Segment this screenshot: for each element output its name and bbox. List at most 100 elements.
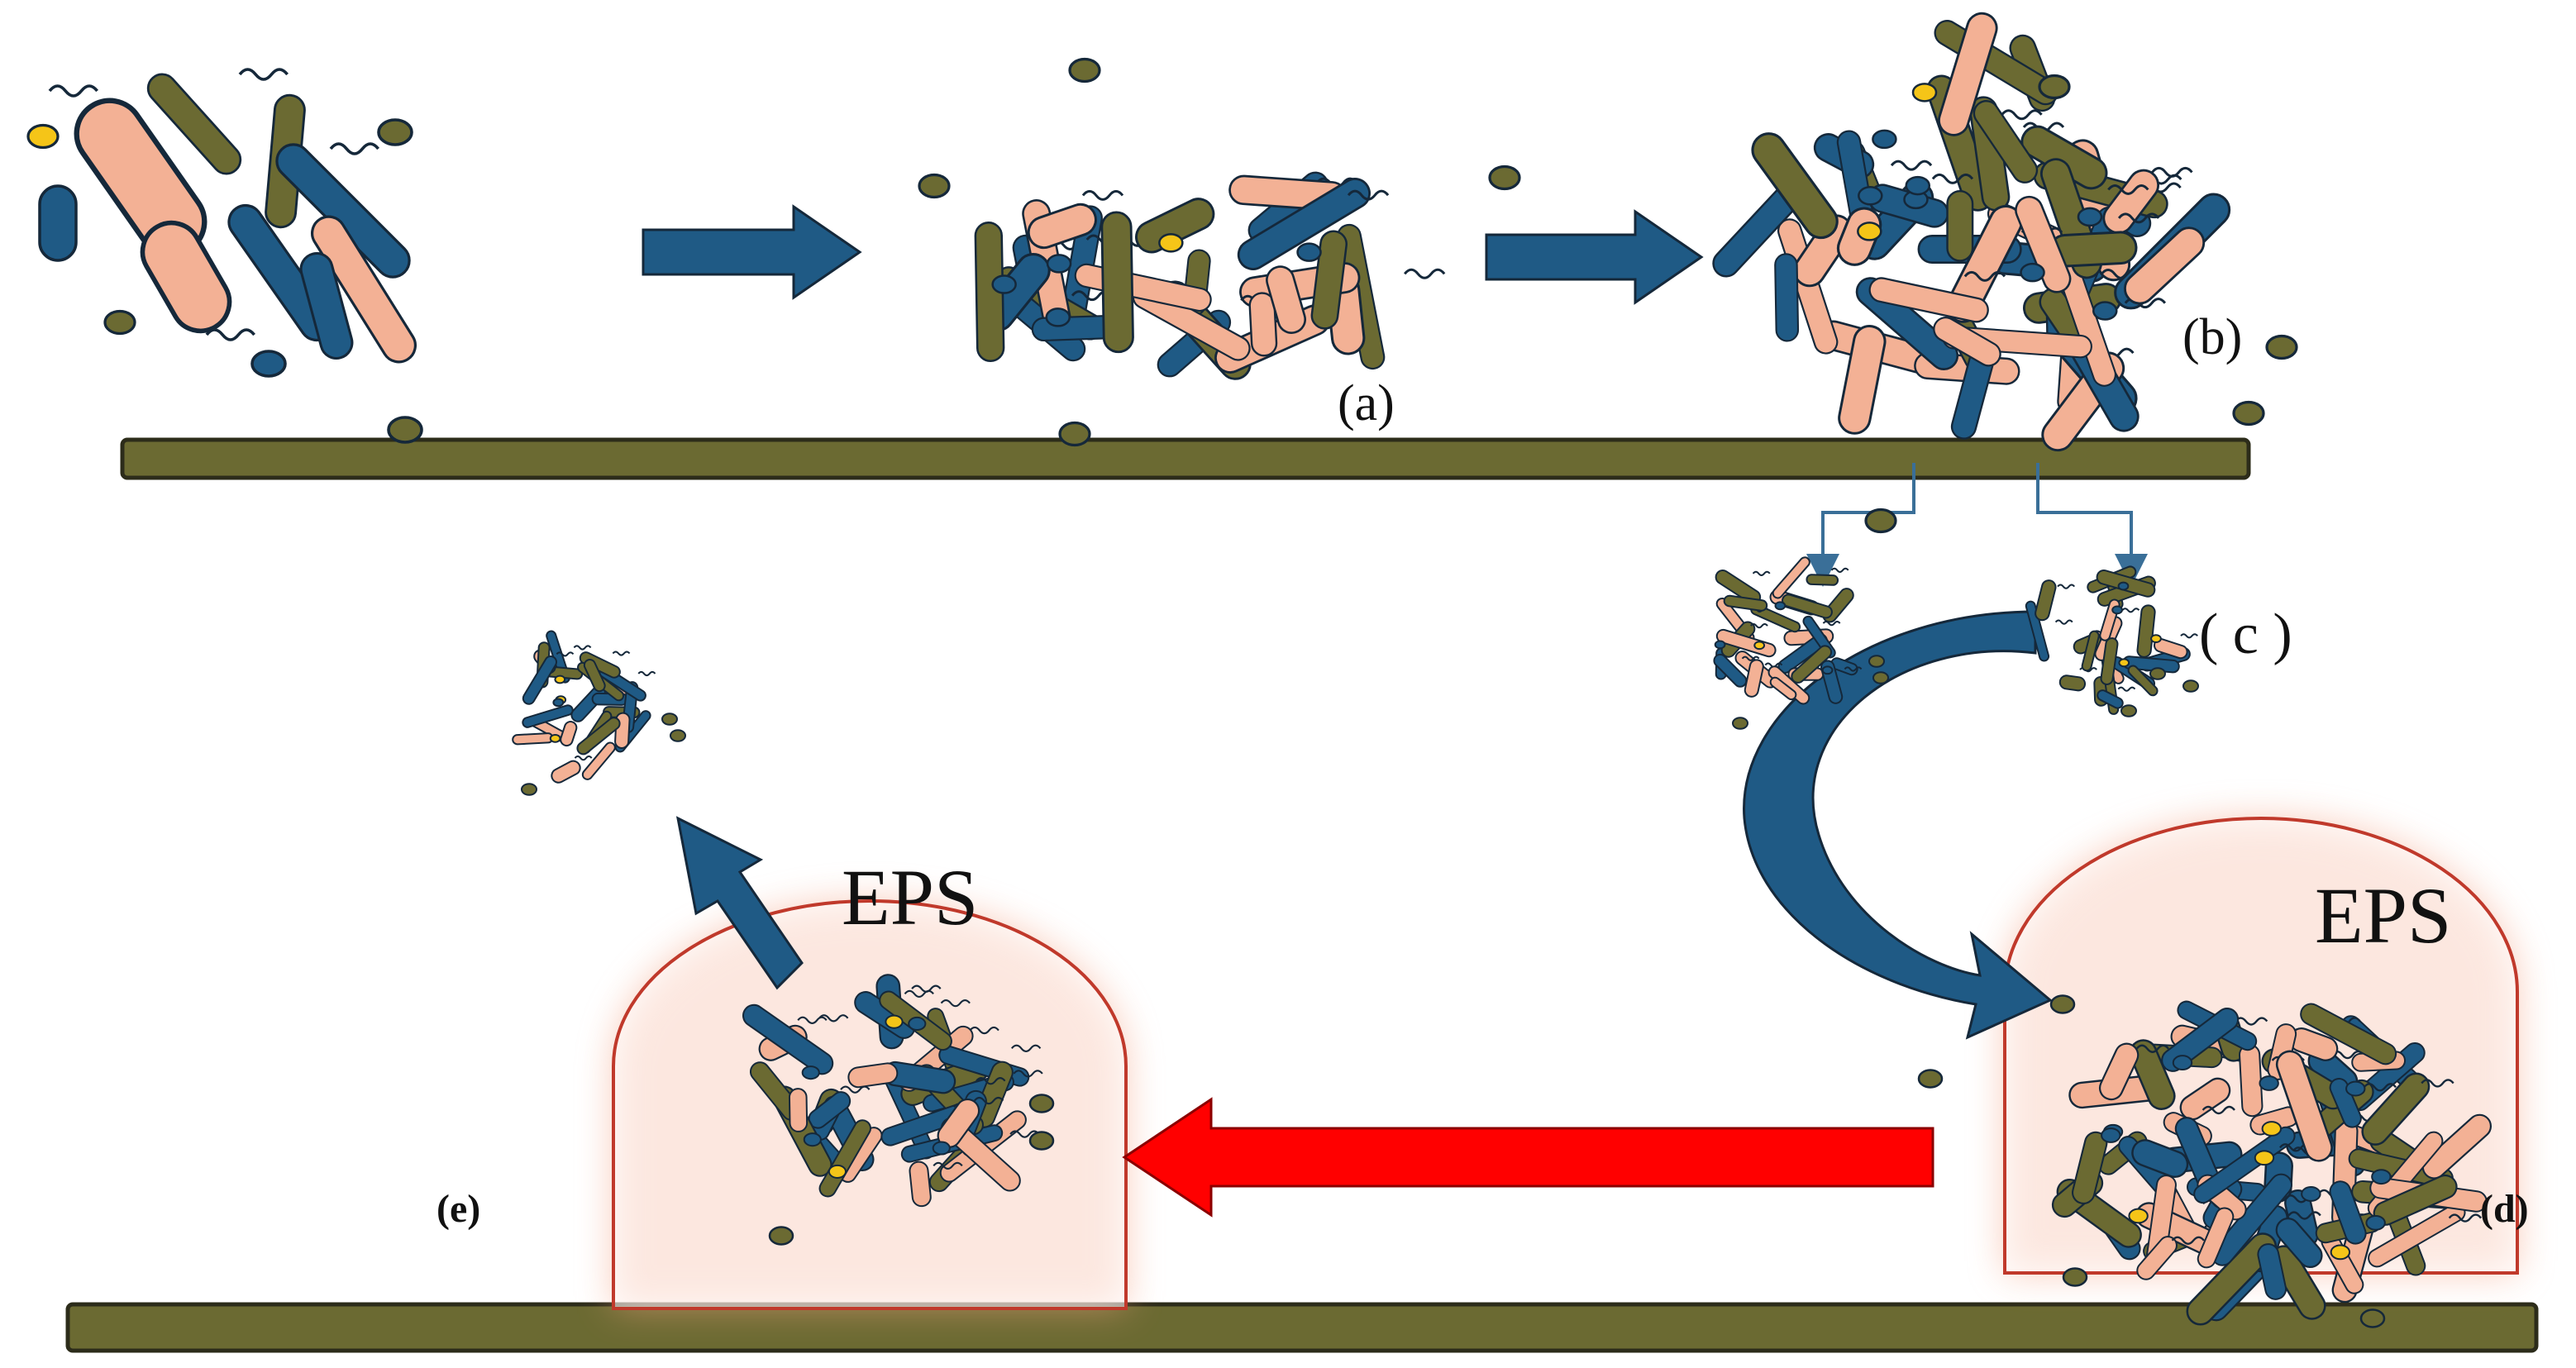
- bacterium-rod: [2361, 1072, 2431, 1146]
- bacterium-coccus: [2120, 704, 2137, 717]
- bacterium-rod: [2421, 1113, 2493, 1180]
- flagellum: [1844, 666, 1863, 672]
- bacterium-coccus: [1774, 601, 1787, 611]
- flagellum: [1011, 1044, 1042, 1052]
- bacterium-coccus: [2254, 1150, 2275, 1166]
- flagellum: [2135, 1044, 2169, 1053]
- left-arrow-icon: [1122, 1097, 1934, 1218]
- eps-label-left: EPS: [842, 853, 978, 941]
- bacterium-coccus: [932, 1141, 951, 1156]
- bacterium-coccus: [250, 350, 287, 378]
- bacterium-rod: [522, 655, 558, 705]
- bacterium-rod: [2129, 1039, 2176, 1110]
- bacterium-coccus: [1046, 254, 1072, 274]
- flagellum: [2287, 1211, 2321, 1220]
- bacterium-rod: [2097, 689, 2124, 709]
- bacterium-coccus: [2301, 1186, 2321, 1202]
- bacterium-coccus: [991, 274, 1017, 294]
- bacterium-rod: [2025, 600, 2050, 662]
- flagellum: [612, 651, 631, 656]
- bacterium-rod: [2131, 1139, 2189, 1179]
- label-a: (a): [1338, 375, 1395, 431]
- bacterium-rod: [2100, 637, 2119, 685]
- bacterium-coccus: [1868, 655, 1885, 668]
- flagellum: [48, 84, 99, 98]
- bacterium-rod: [2015, 195, 2072, 293]
- bacterium-coccus: [2182, 679, 2199, 693]
- flagellum: [1963, 270, 2006, 282]
- flagellum: [818, 1014, 849, 1022]
- bacterium-rod: [2300, 1003, 2397, 1065]
- bacterium-rod: [847, 1062, 899, 1089]
- flagellum: [940, 999, 971, 1008]
- eps-dispersing-cluster: [742, 974, 1055, 1246]
- bacterium-coccus: [2261, 1121, 2283, 1137]
- flagellum: [969, 1026, 999, 1035]
- flagellum: [556, 651, 575, 657]
- released-cluster: [512, 630, 686, 796]
- flagellum: [2001, 109, 2043, 121]
- bacterium-rod: [140, 220, 232, 334]
- flagellum: [329, 142, 380, 155]
- bacterium-rod: [512, 732, 554, 746]
- bacterium-coccus: [2365, 1215, 2386, 1231]
- flagellum: [2057, 584, 2076, 589]
- bacterium-rod: [2058, 674, 2087, 692]
- planktonic-cells-cluster: [26, 68, 423, 444]
- right-arrow-icon: [642, 204, 862, 300]
- detachment-connector-left: [1806, 463, 1915, 587]
- bacterium-coccus: [554, 674, 566, 684]
- bacterium-rod: [2257, 1243, 2287, 1300]
- diagonal-arrow-icon: [675, 816, 804, 990]
- flagellum: [904, 989, 934, 999]
- bacterium-coccus: [1732, 717, 1748, 730]
- flagellum: [1009, 1130, 1040, 1138]
- bacterium-rod: [1744, 659, 1764, 698]
- flagellum: [1013, 1070, 1043, 1078]
- flagellum: [573, 645, 592, 651]
- bacterium-rod: [1715, 628, 1777, 658]
- bacterium-rod: [2186, 1232, 2278, 1326]
- bacterium-coccus: [549, 733, 561, 743]
- flagellum: [2180, 633, 2198, 639]
- bacterium-coccus: [1911, 83, 1938, 102]
- bacterium-coccus: [2111, 605, 2123, 615]
- flagellum: [2234, 1017, 2268, 1026]
- bacterium-coccus: [2330, 1244, 2351, 1261]
- flagellum: [2448, 1213, 2483, 1223]
- flagellum: [2107, 184, 2149, 195]
- bacterium-coccus: [2118, 658, 2130, 668]
- bacterium-coccus: [670, 729, 686, 742]
- bacterium-rod: [1973, 100, 2039, 184]
- bacterium-coccus: [1296, 242, 1322, 262]
- bacterium-rod: [2081, 630, 2100, 672]
- eps-biofilm-cluster: [1917, 994, 2493, 1328]
- detached-cluster-right: [2025, 565, 2199, 717]
- flagellum: [2117, 212, 2160, 224]
- bacterium-coccus: [2128, 1208, 2149, 1224]
- bacterium-coccus: [1864, 508, 1897, 534]
- bacterium-coccus: [2345, 1080, 2366, 1097]
- bacterium-coccus: [1068, 57, 1101, 83]
- bacterium-coccus: [1028, 1131, 1055, 1151]
- bacterium-rod: [1769, 676, 1797, 701]
- bacterium-rod: [583, 659, 606, 693]
- bacterium-rod: [1938, 12, 1998, 136]
- bacterium-rod: [2098, 1042, 2140, 1101]
- bacterium-rod: [1100, 211, 1134, 354]
- bacterium-coccus: [2172, 1055, 2193, 1070]
- bacterium-coccus: [801, 1065, 820, 1080]
- detached-cluster-left: [1713, 556, 1889, 730]
- bacterium-coccus: [1488, 164, 1521, 191]
- flagellum: [1890, 160, 1933, 171]
- bacterium-coccus: [2150, 634, 2162, 644]
- bacterium-coccus: [1821, 665, 1834, 675]
- bacterium-rod: [311, 215, 417, 364]
- bacterium-rod: [1713, 653, 1748, 688]
- bacterium-rod: [2193, 1126, 2296, 1204]
- bacterium-coccus: [1753, 641, 1766, 651]
- bacterium-rod: [2127, 665, 2159, 697]
- bacterium-rod: [581, 741, 616, 780]
- right-arrow-icon: [1485, 209, 1704, 305]
- bacterium-rod: [2123, 226, 2206, 305]
